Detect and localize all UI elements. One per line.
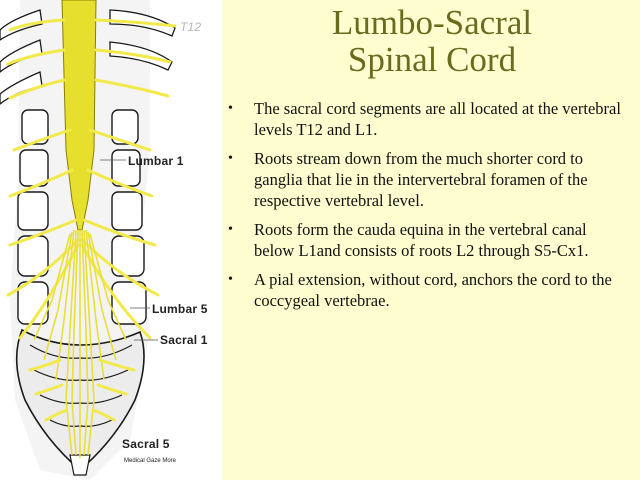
slide-title: Lumbo-Sacral Spinal Cord (232, 4, 632, 78)
figure-credit: Medical Gaze More (124, 458, 177, 464)
bullet-icon: • (228, 101, 233, 116)
bullet-item: • The sacral cord segments are all locate… (228, 98, 628, 140)
label-sacral-5: Sacral 5 (122, 437, 170, 451)
label-t12: T12 (180, 20, 202, 34)
spine-drawing (0, 0, 177, 480)
label-lumbar-1: Lumbar 1 (128, 154, 184, 168)
label-lumbar-5: Lumbar 5 (152, 302, 208, 316)
bullet-icon: • (228, 222, 233, 237)
title-line-2: Spinal Cord (347, 40, 517, 79)
label-sacral-1: Sacral 1 (160, 333, 208, 347)
bullet-item: • Roots stream down from the much shorter… (228, 148, 628, 211)
bullet-text: Roots stream down from the much shorter … (254, 149, 588, 210)
bullet-item: • A pial extension, without cord, anchors… (228, 269, 628, 311)
bullet-item: • Roots form the cauda equina in the vert… (228, 219, 628, 261)
bullet-text: A pial extension, without cord, anchors … (254, 270, 612, 310)
bullet-icon: • (228, 272, 233, 287)
bullet-text: Roots form the cauda equina in the verte… (254, 220, 589, 260)
bullet-icon: • (228, 151, 233, 166)
bullet-text: The sacral cord segments are all located… (254, 99, 621, 139)
title-line-1: Lumbo-Sacral (331, 3, 533, 42)
bullet-list: • The sacral cord segments are all locate… (228, 98, 628, 319)
spinal-cord-illustration: T12 Lumbar 1 Lumbar 5 Sacral 1 Sacral 5 … (0, 0, 222, 480)
